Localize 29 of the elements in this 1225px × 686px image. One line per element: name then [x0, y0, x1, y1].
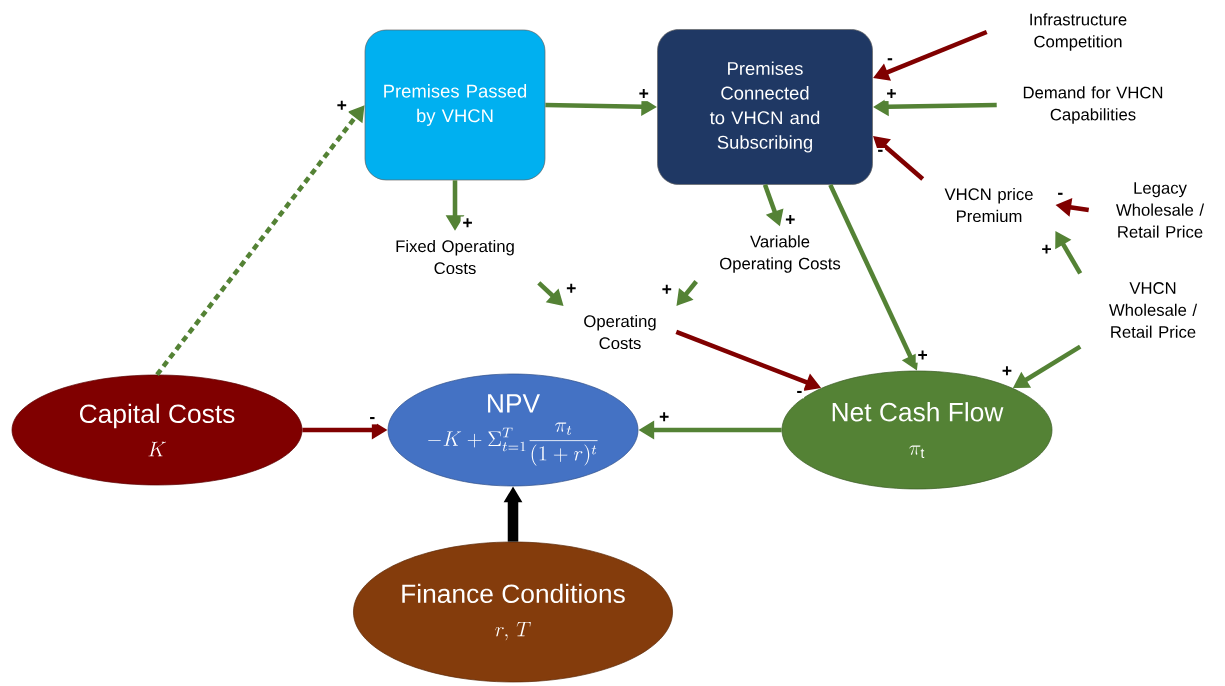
edge-label: +: [783, 213, 798, 228]
edge-label: -: [875, 148, 885, 158]
variable-label: Fixed Operating Costs: [396, 239, 514, 275]
edge-label: +: [636, 87, 651, 102]
edge-label: -: [885, 56, 895, 66]
edge-label: +: [334, 99, 349, 113]
arrow: [873, 136, 925, 181]
ellipse-node: Finance Conditions $r,\, T$: [353, 541, 673, 683]
edge-label: -: [367, 415, 377, 425]
edge-label: +: [1039, 242, 1054, 257]
edge-label: +: [884, 87, 899, 102]
variable-label: VHCN Wholesale / Retail Price: [1109, 282, 1198, 338]
variable-label: Infrastructure Competition: [1030, 13, 1127, 51]
edge-label: +: [915, 348, 930, 363]
edge-label: +: [657, 410, 672, 425]
variable-label: Variable Operating Costs: [720, 235, 841, 273]
variable-label: Demand for VHCN Capabilities: [1023, 86, 1163, 124]
edge-label: +: [564, 282, 579, 296]
ellipse-node: NPV $-K+\Sigma_{t=1}^{T}\frac{\pi_t}{(1+r)^t}$: [387, 373, 639, 487]
ellipse-node: Capital Costs $K$: [11, 374, 303, 486]
variable-label: VHCN price Premium: [944, 187, 1033, 223]
variable-label: Legacy Wholesale / Retail Price: [1116, 182, 1205, 238]
edge-label: -: [1055, 191, 1065, 201]
edge-label: +: [460, 216, 475, 231]
process-box: Premises Connected to VHCN and Subscribing: [657, 29, 873, 185]
process-box: Premises Passed by VHCN: [364, 29, 546, 181]
edge-label: -: [794, 389, 805, 399]
edge-label: +: [659, 282, 674, 297]
variable-label: Operating Costs: [584, 314, 656, 350]
